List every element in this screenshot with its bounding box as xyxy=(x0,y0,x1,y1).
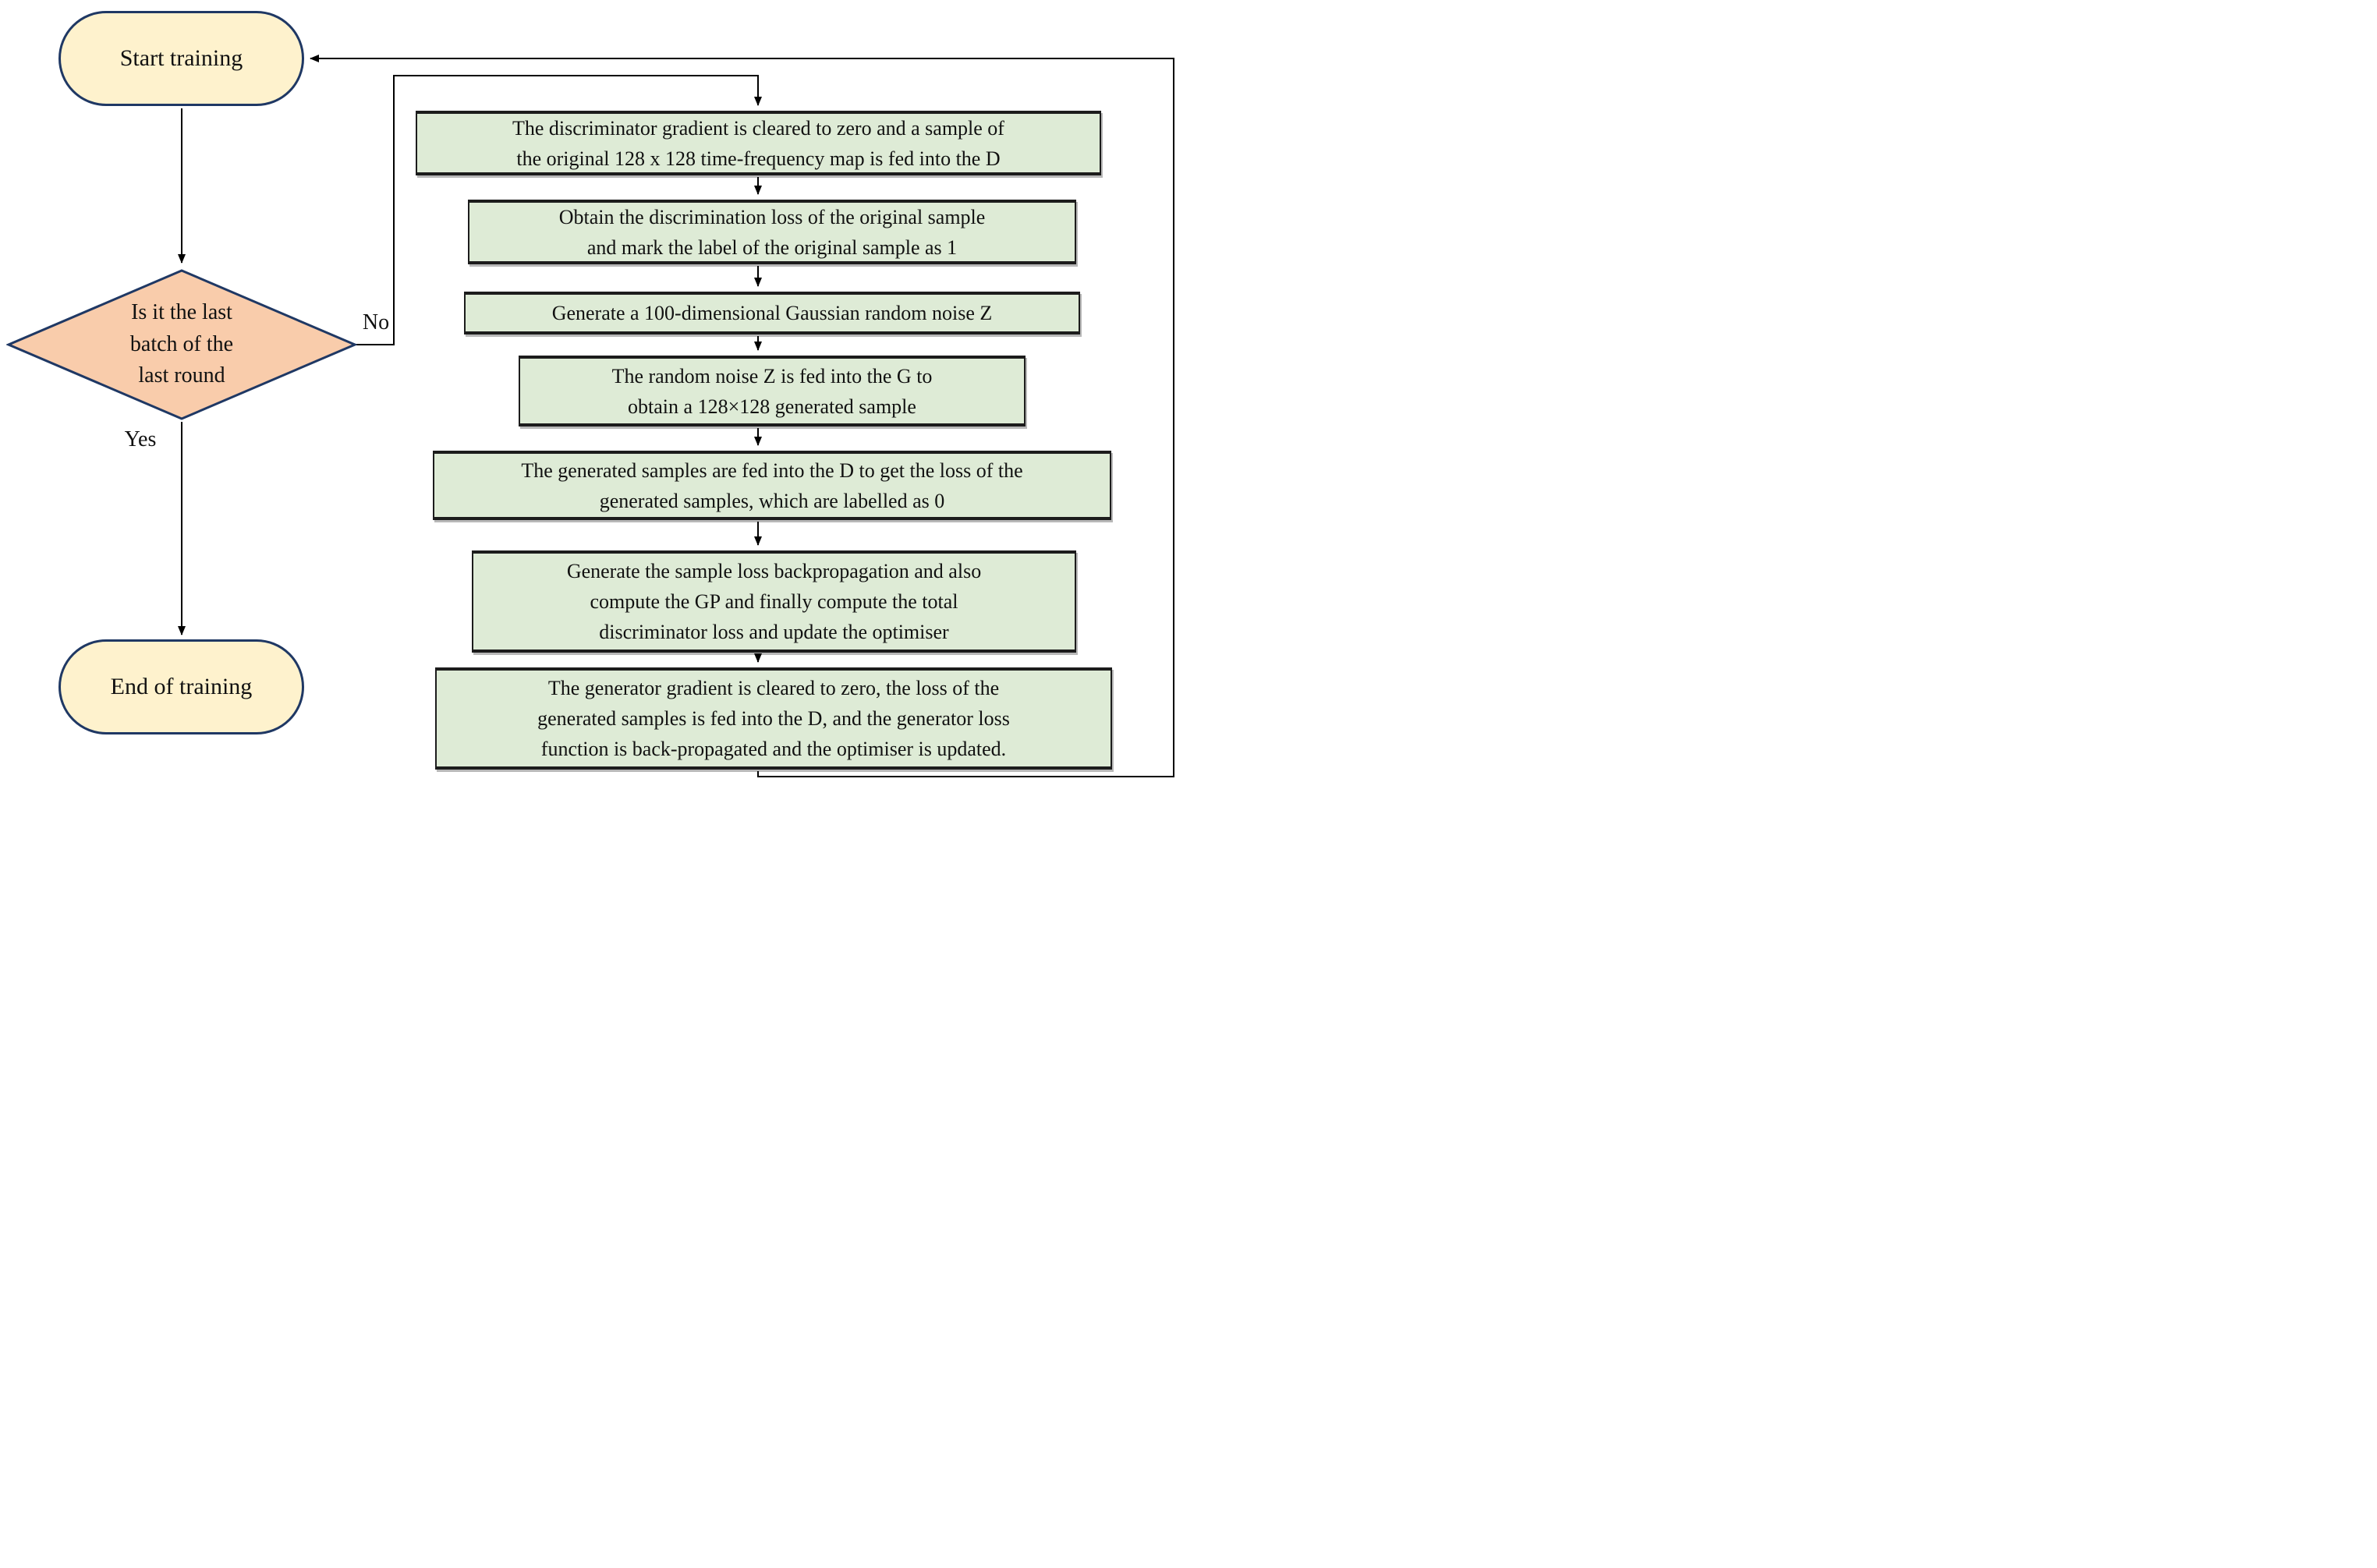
end-node: End of training xyxy=(58,639,304,734)
flowchart-canvas: Start training Is it the last batch of t… xyxy=(0,0,1188,784)
decision-diamond xyxy=(6,269,357,420)
arrow-decision-to-step1-no xyxy=(355,75,762,345)
process-step-line: function is back-propagated and the opti… xyxy=(540,738,1007,760)
end-label: End of training xyxy=(110,674,253,699)
process-step-5: The generated samples are fed into the D… xyxy=(433,451,1111,520)
start-node: Start training xyxy=(58,11,304,106)
process-step-line: Generate the sample loss backpropagation… xyxy=(566,560,982,582)
process-step-line: The discriminator gradient is cleared to… xyxy=(512,116,1004,140)
start-label: Start training xyxy=(119,45,243,71)
process-step-line: generated samples, which are labelled as… xyxy=(599,489,945,512)
process-step-line: and mark the label of the original sampl… xyxy=(586,235,958,259)
process-step-line: discriminator loss and update the optimi… xyxy=(599,621,949,643)
decision-line: batch of the xyxy=(129,331,234,356)
connector-layer xyxy=(178,55,1174,777)
decision-line: last round xyxy=(138,363,225,388)
decision-node: Is it the last batch of the last round xyxy=(45,282,318,407)
process-step-line: compute the GP and finally compute the t… xyxy=(590,590,958,613)
process-step-line: The generator gradient is cleared to zer… xyxy=(547,677,1000,699)
decision-diamond-shape xyxy=(6,269,357,420)
decision-line: Is it the last xyxy=(131,300,232,325)
process-step-7: The generator gradient is cleared to zer… xyxy=(435,667,1112,770)
arrow-step7-feedback-to-start xyxy=(310,55,1174,777)
branch-label-no: No xyxy=(362,310,390,334)
process-step-1: The discriminator gradient is cleared to… xyxy=(416,111,1101,175)
process-step-4: The random noise Z is fed into the G to … xyxy=(519,356,1026,427)
process-step-line: Obtain the discrimination loss of the or… xyxy=(558,205,986,228)
process-step-line: Generate a 100-dimensional Gaussian rand… xyxy=(551,302,993,324)
process-step-line: The generated samples are fed into the D… xyxy=(521,458,1023,482)
process-step-line: the original 128 x 128 time-frequency ma… xyxy=(516,147,1001,170)
process-step-line: The random noise Z is fed into the G to xyxy=(611,364,933,388)
process-step-line: obtain a 128×128 generated sample xyxy=(628,395,916,418)
branch-label-yes: Yes xyxy=(124,427,157,451)
process-step-line: generated samples is fed into the D, and… xyxy=(537,707,1010,730)
process-step-6: Generate the sample loss backpropagation… xyxy=(472,550,1076,653)
process-step-3: Generate a 100-dimensional Gaussian rand… xyxy=(464,292,1080,334)
process-step-2: Obtain the discrimination loss of the or… xyxy=(468,200,1076,264)
